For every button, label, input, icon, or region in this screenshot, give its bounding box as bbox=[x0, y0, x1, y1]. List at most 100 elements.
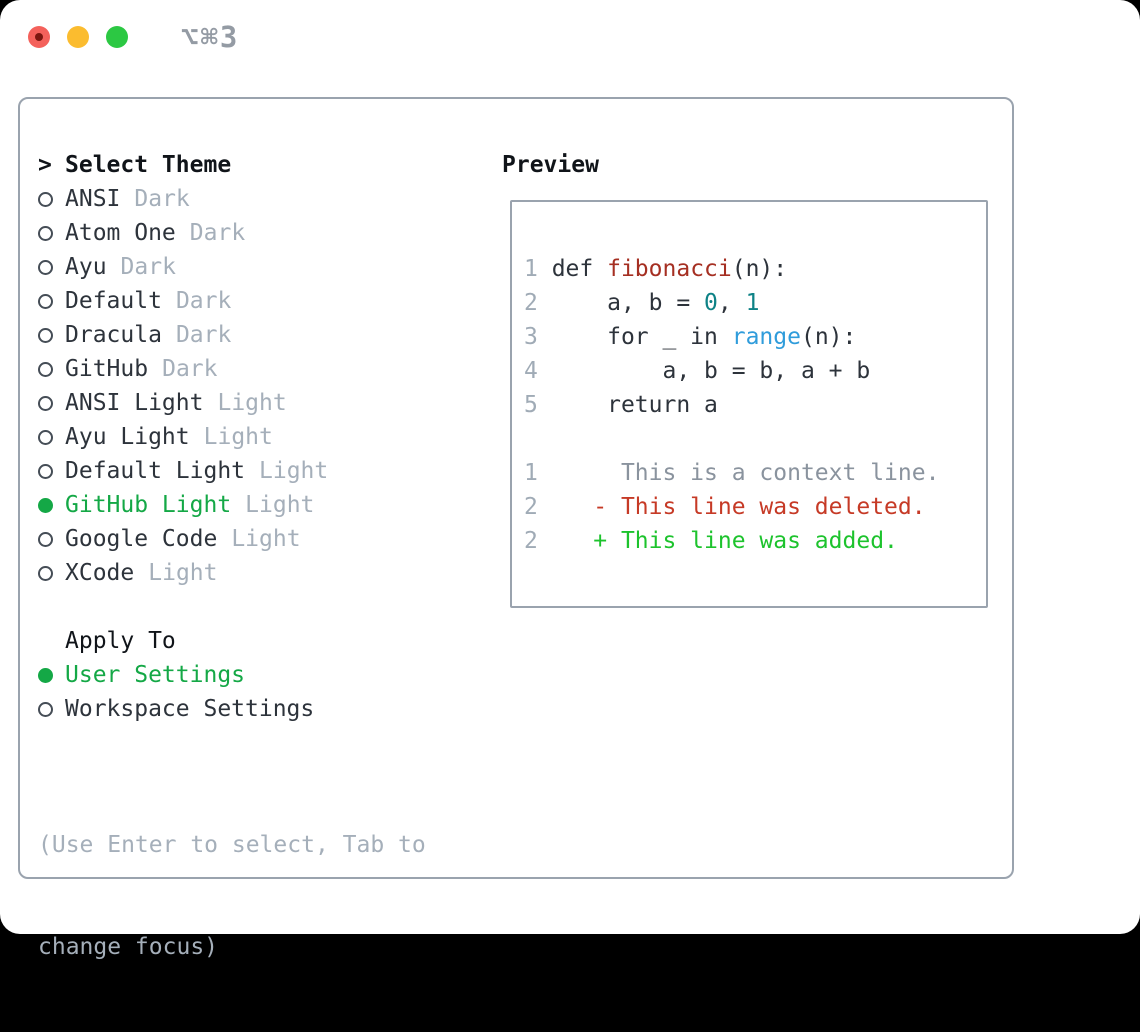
radio-unselected-icon bbox=[38, 532, 53, 547]
code-line bbox=[524, 422, 974, 456]
theme-option-label: XCode bbox=[65, 560, 134, 586]
theme-option-ayu-light[interactable]: Ayu Light Light bbox=[38, 420, 426, 454]
theme-option-label: Ayu bbox=[65, 254, 107, 280]
code-token: for _ in bbox=[538, 324, 732, 350]
line-number: 1 bbox=[524, 460, 538, 486]
help-line-1: (Use Enter to select, Tab to bbox=[38, 828, 426, 862]
titlebar: ⌥⌘3 bbox=[28, 26, 239, 48]
theme-option-label: Dracula bbox=[65, 322, 162, 348]
radio-unselected-icon bbox=[38, 396, 53, 411]
cursor-icon: > bbox=[38, 152, 52, 178]
code-token: (n): bbox=[801, 324, 856, 350]
code-token: + This line was added. bbox=[538, 528, 898, 554]
code-token: , bbox=[718, 290, 746, 316]
code-line: 4 a, b = b, a + b bbox=[524, 354, 974, 388]
select-theme-title: Select Theme bbox=[65, 152, 231, 178]
theme-option-default[interactable]: Default Dark bbox=[38, 284, 426, 318]
code-token: 0 bbox=[704, 290, 718, 316]
line-number: 1 bbox=[524, 256, 538, 282]
radio-selected-icon bbox=[38, 498, 53, 513]
code-token: This is a context line. bbox=[538, 460, 940, 486]
line-number: 5 bbox=[524, 392, 538, 418]
help-text: (Use Enter to select, Tab to change focu… bbox=[38, 760, 426, 1032]
zoom-button[interactable] bbox=[106, 26, 128, 48]
theme-option-ansi[interactable]: ANSI Dark bbox=[38, 182, 426, 216]
theme-variant-tag: Light bbox=[245, 492, 314, 518]
code-token: a, b = bbox=[538, 290, 704, 316]
theme-variant-tag: Dark bbox=[134, 186, 189, 212]
apply-option-label: User Settings bbox=[65, 662, 245, 688]
theme-option-label: GitHub Light bbox=[65, 492, 231, 518]
theme-variant-tag: Light bbox=[148, 560, 217, 586]
theme-option-label: Ayu Light bbox=[65, 424, 190, 450]
code-token: a, b = b, a + b bbox=[538, 358, 870, 384]
code-line: 3 for _ in range(n): bbox=[524, 320, 974, 354]
theme-option-label: Default bbox=[65, 288, 162, 314]
apply-option-user-settings[interactable]: User Settings bbox=[38, 658, 426, 692]
theme-option-google-code[interactable]: Google Code Light bbox=[38, 522, 426, 556]
code-token: def bbox=[538, 256, 607, 282]
apply-to-header-row: Apply To bbox=[38, 624, 426, 658]
line-number: 2 bbox=[524, 528, 538, 554]
code-token: return a bbox=[538, 392, 718, 418]
code-line: 1 This is a context line. bbox=[524, 456, 974, 490]
code-token: - This line was deleted. bbox=[538, 494, 926, 520]
theme-option-xcode[interactable]: XCode Light bbox=[38, 556, 426, 590]
theme-option-github-light[interactable]: GitHub Light Light bbox=[38, 488, 426, 522]
help-line-2: change focus) bbox=[38, 930, 426, 964]
line-number: 3 bbox=[524, 324, 538, 350]
radio-unselected-icon bbox=[38, 362, 53, 377]
theme-variant-tag: Dark bbox=[162, 356, 217, 382]
radio-unselected-icon bbox=[38, 566, 53, 581]
apply-to-title: Apply To bbox=[65, 628, 176, 654]
radio-unselected-icon bbox=[38, 294, 53, 309]
line-number: 2 bbox=[524, 290, 538, 316]
code-line: 2 a, b = 0, 1 bbox=[524, 286, 974, 320]
theme-variant-tag: Light bbox=[231, 526, 300, 552]
radio-unselected-icon bbox=[38, 192, 53, 207]
radio-selected-icon bbox=[38, 668, 53, 683]
code-token: fibonacci bbox=[607, 256, 732, 282]
apply-option-workspace-settings[interactable]: Workspace Settings bbox=[38, 692, 426, 726]
code-line: 2 - This line was deleted. bbox=[524, 490, 974, 524]
code-line: 2 + This line was added. bbox=[524, 524, 974, 558]
theme-option-label: ANSI bbox=[65, 186, 120, 212]
theme-option-label: GitHub bbox=[65, 356, 148, 382]
theme-option-label: Google Code bbox=[65, 526, 217, 552]
theme-option-label: ANSI Light bbox=[65, 390, 203, 416]
theme-option-dracula[interactable]: Dracula Dark bbox=[38, 318, 426, 352]
line-number: 4 bbox=[524, 358, 538, 384]
theme-option-ayu[interactable]: Ayu Dark bbox=[38, 250, 426, 284]
radio-unselected-icon bbox=[38, 702, 53, 717]
apply-option-label: Workspace Settings bbox=[65, 696, 314, 722]
select-theme-header-row: > Select Theme bbox=[38, 148, 426, 182]
window-title-shortcut: ⌥⌘3 bbox=[181, 20, 239, 54]
code-token: range bbox=[732, 324, 801, 350]
minimize-button[interactable] bbox=[67, 26, 89, 48]
theme-option-label: Atom One bbox=[65, 220, 176, 246]
spacer bbox=[38, 590, 426, 624]
theme-variant-tag: Light bbox=[259, 458, 328, 484]
code-line: 5 return a bbox=[524, 388, 974, 422]
radio-unselected-icon bbox=[38, 226, 53, 241]
theme-variant-tag: Dark bbox=[176, 322, 231, 348]
theme-variant-tag: Dark bbox=[176, 288, 231, 314]
close-button[interactable] bbox=[28, 26, 50, 48]
code-line: 1 def fibonacci(n): bbox=[524, 252, 974, 286]
code-token: 1 bbox=[746, 290, 760, 316]
preview-title: Preview bbox=[502, 148, 599, 182]
theme-variant-tag: Light bbox=[204, 424, 273, 450]
theme-variant-tag: Dark bbox=[121, 254, 176, 280]
line-number: 2 bbox=[524, 494, 538, 520]
theme-option-github[interactable]: GitHub Dark bbox=[38, 352, 426, 386]
